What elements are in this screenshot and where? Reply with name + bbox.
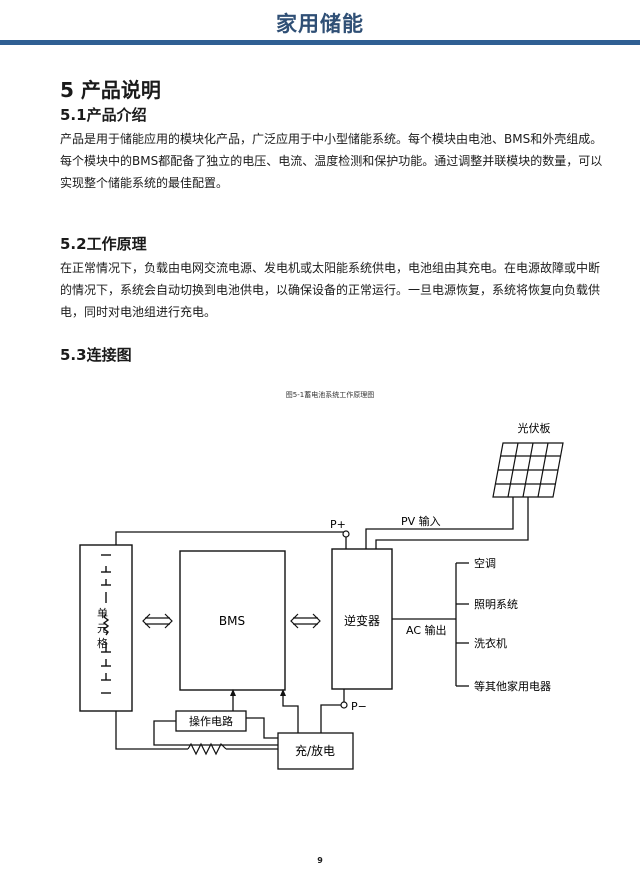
p-minus-terminal-icon: [340, 701, 348, 709]
double-arrow-icon: [142, 613, 173, 629]
battery-cells-label: 单 元 格: [97, 607, 112, 650]
p-plus-label: P+: [330, 518, 346, 531]
load-item: 等其他家用电器: [474, 679, 551, 693]
p-plus-terminal-icon: [342, 530, 350, 538]
inverter-label: 逆变器: [344, 613, 380, 628]
operating-circuit-label: 操作电路: [189, 714, 233, 728]
battery-cells-label-char: 元: [97, 622, 108, 635]
solar-panel-icon: [492, 442, 564, 498]
header-rule: [0, 40, 640, 45]
paragraph-intro: 产品是用于储能应用的模块化产品，广泛应用于中小型储能系统。每个模块由电池、BMS…: [60, 128, 603, 194]
battery-cell-icons: [101, 554, 111, 694]
paragraph-line: 电，同时对电池组进行充电。: [60, 305, 217, 319]
header-title: 家用储能: [276, 12, 364, 36]
arrow-up-icon: [230, 689, 236, 696]
paragraph-line: 实现整个储能系统的最佳配置。: [60, 176, 229, 190]
pv-input-label: PV 输入: [401, 514, 441, 528]
bms-box: [179, 550, 286, 691]
charge-discharge-label: 充/放电: [295, 743, 335, 758]
paragraph-line: 产品是用于储能应用的模块化产品，广泛应用于中小型储能系统。每个模块由电池、BMS…: [60, 132, 603, 146]
load-item: 照明系统: [474, 598, 518, 611]
arrow-up-icon: [280, 689, 286, 696]
control-wires: [115, 694, 341, 750]
charge-discharge-box: [277, 732, 354, 770]
connection-diagram: 图5-1蓄电池系统工作原理图 光伏板 PV 输入 单 元 格: [79, 390, 564, 770]
load-item: 洗衣机: [474, 636, 507, 650]
pv-wires: [365, 497, 529, 549]
double-arrow-icon: [290, 613, 321, 629]
bms-label: BMS: [219, 614, 245, 628]
section-title: 5 产品说明: [60, 78, 161, 102]
resistor-icon: [187, 742, 227, 756]
ac-output-wires: [392, 562, 469, 687]
battery-cells-label-char: 格: [97, 636, 108, 650]
p-plus-wire: [115, 531, 347, 549]
load-item: 空调: [474, 556, 496, 570]
battery-cells-box: [79, 544, 133, 712]
p-minus-label: P−: [351, 700, 367, 713]
solar-panel-label: 光伏板: [518, 421, 551, 435]
paragraph-line: 的情况下，系统会自动切换到电池供电，以确保设备的正常运行。一旦电源恢复，系统将恢…: [60, 283, 601, 297]
page-number: 9: [317, 856, 323, 865]
subsection-title-intro: 5.1产品介绍: [60, 106, 147, 124]
subsection-title-principle: 5.2工作原理: [60, 235, 147, 253]
paragraph-principle: 在正常情况下，负载由电网交流电源、发电机或太阳能系统供电，电池组由其充电。在电源…: [60, 257, 601, 323]
subsection-title-diagram: 5.3连接图: [60, 346, 132, 364]
paragraph-line: 在正常情况下，负载由电网交流电源、发电机或太阳能系统供电，电池组由其充电。在电源…: [60, 261, 601, 275]
battery-cells-label-char: 单: [97, 607, 108, 620]
paragraph-line: 每个模块中的BMS都配备了独立的电压、电流、温度检测和保护功能。通过调整并联模块…: [60, 154, 603, 168]
diagram-caption: 图5-1蓄电池系统工作原理图: [286, 390, 374, 399]
ac-output-label: AC 输出: [406, 623, 447, 637]
